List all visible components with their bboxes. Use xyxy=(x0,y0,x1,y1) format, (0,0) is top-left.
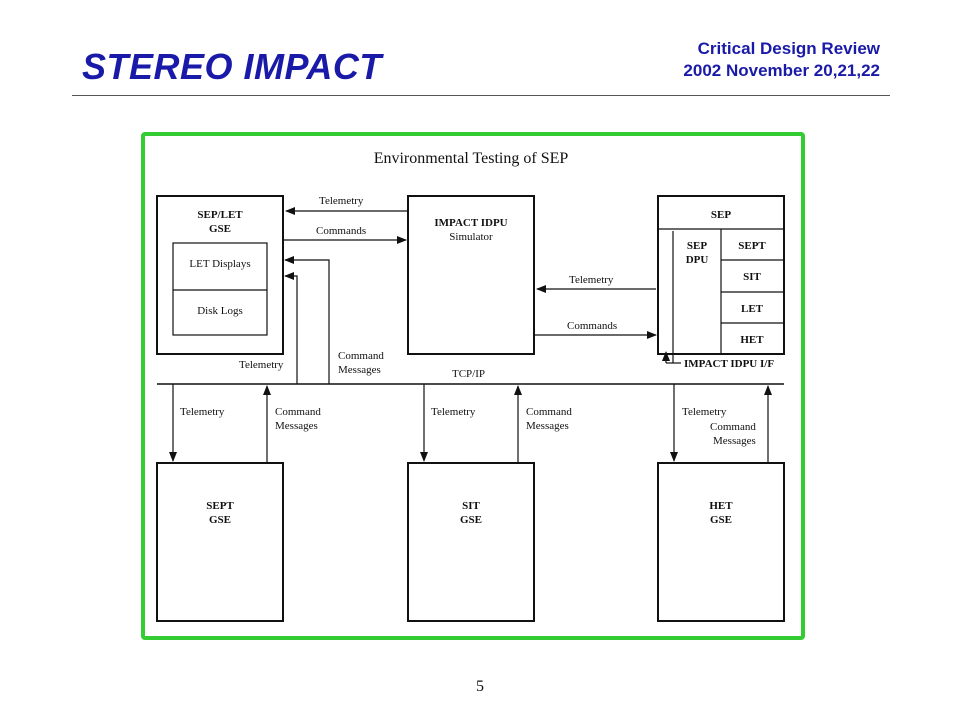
tcpip-label: TCP/IP xyxy=(452,368,485,380)
sept-gse-line2: GSE xyxy=(209,514,231,526)
het-gse-line1: HET xyxy=(709,500,733,512)
command-label-sit: Command xyxy=(526,406,572,418)
let-displays-label: LET Displays xyxy=(189,258,250,270)
het-gse-box xyxy=(657,462,785,622)
command-label-gse: Command xyxy=(338,350,384,362)
sit-gse-line2: GSE xyxy=(460,514,482,526)
let-cell: LET xyxy=(741,303,764,315)
messages-label-het: Messages xyxy=(713,435,756,447)
review-title: Critical Design Review xyxy=(697,39,880,58)
sept-gse-line1: SEPT xyxy=(206,500,234,512)
telemetry-label-sit: Telemetry xyxy=(431,406,476,418)
header-divider xyxy=(72,95,890,96)
diagram-title: Environmental Testing of SEP xyxy=(374,150,569,167)
telemetry-label-gse: Telemetry xyxy=(239,359,284,371)
sept-gse-box xyxy=(156,462,284,622)
review-date: 2002 November 20,21,22 xyxy=(683,61,880,80)
messages-label-gse: Messages xyxy=(338,364,381,376)
messages-label-sit: Messages xyxy=(526,420,569,432)
idpu-if-label: IMPACT IDPU I/F xyxy=(684,358,774,370)
command-label-het: Command xyxy=(710,421,756,433)
commands-label-top: Commands xyxy=(316,225,366,237)
disk-logs-label: Disk Logs xyxy=(197,305,243,317)
sep-let-gse-line2: GSE xyxy=(209,223,231,235)
diagram-frame xyxy=(141,132,805,640)
messages-label-sept: Messages xyxy=(275,420,318,432)
sep-let-gse-box xyxy=(156,195,284,355)
sep-dpu-line2: DPU xyxy=(686,254,709,266)
review-info: Critical Design Review 2002 November 20,… xyxy=(683,38,880,82)
telemetry-label-het: Telemetry xyxy=(682,406,727,418)
sit-gse-line1: SIT xyxy=(462,500,480,512)
telemetry-label-sep: Telemetry xyxy=(569,274,614,286)
sit-gse-box xyxy=(407,462,535,622)
telemetry-label-top: Telemetry xyxy=(319,195,364,207)
display-log-box xyxy=(172,242,268,336)
sep-title: SEP xyxy=(711,209,731,221)
het-gse-line2: GSE xyxy=(710,514,732,526)
idpu-sim-line2: Simulator xyxy=(449,231,493,243)
command-label-sept: Command xyxy=(275,406,321,418)
telemetry-label-sept: Telemetry xyxy=(180,406,225,418)
commands-label-sep: Commands xyxy=(567,320,617,332)
sep-let-gse-line1: SEP/LET xyxy=(197,209,243,221)
slide-title: STEREO IMPACT xyxy=(82,46,382,87)
page-number: 5 xyxy=(476,678,484,695)
sit-cell: SIT xyxy=(743,271,761,283)
het-cell: HET xyxy=(740,334,764,346)
sep-dpu-line1: SEP xyxy=(687,240,707,252)
idpu-simulator-box xyxy=(407,195,535,355)
sept-cell: SEPT xyxy=(738,240,766,252)
idpu-sim-line1: IMPACT IDPU xyxy=(434,217,507,229)
